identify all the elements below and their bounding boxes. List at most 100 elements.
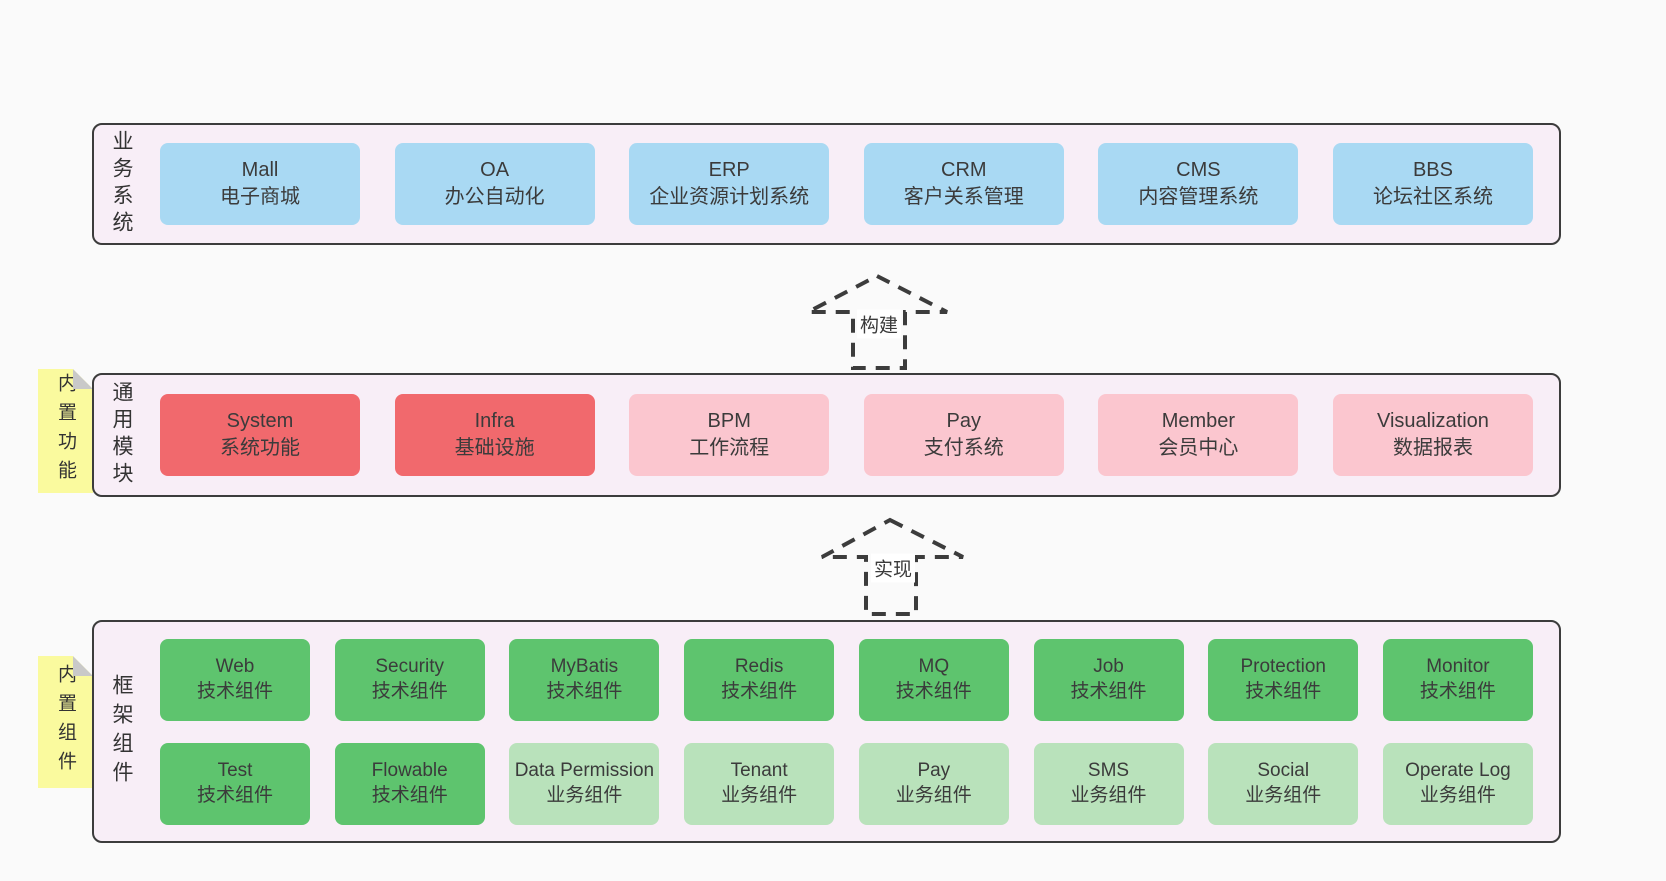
module-subtitle: 技术组件 [1070,680,1147,702]
module-box-mq: MQ 技术组件 [858,638,1009,721]
module-title: Social [1257,759,1310,781]
module-subtitle: 会员中心 [1158,437,1239,459]
sticky-note-builtin-components: 内置组件 [38,656,93,788]
module-box-test: Test 技术组件 [160,742,310,825]
module-title: Web [215,655,255,677]
module-box-crm: CRM 客户关系管理 [863,143,1064,225]
module-title: Tenant [730,759,788,781]
module-subtitle: 数据报表 [1392,437,1473,459]
module-box-redis: Redis 技术组件 [684,638,835,721]
module-title: MyBatis [550,655,619,677]
module-box-mybatis: MyBatis 技术组件 [509,638,660,721]
module-subtitle: 技术组件 [196,784,273,806]
module-title: Pay [917,759,951,781]
module-subtitle: 技术组件 [371,784,448,806]
module-box-security: Security 技术组件 [334,638,485,721]
module-box-social: Social 业务组件 [1208,742,1359,825]
dashed-up-arrow-build [807,273,948,370]
module-title: BBS [1412,159,1453,181]
module-subtitle: 客户关系管理 [903,186,1024,208]
module-subtitle: 业务组件 [546,784,623,806]
module-subtitle: 系统功能 [220,437,300,459]
module-title: OA [480,159,510,181]
module-title: CMS [1176,159,1221,181]
module-subtitle: 业务组件 [1070,784,1147,806]
module-box-oa: OA 办公自动化 [394,143,595,225]
module-subtitle: 业务组件 [895,784,972,806]
module-title: Operate Log [1405,759,1511,781]
module-title: Visualization [1377,410,1489,432]
component-row-2: Test 技术组件 Flowable 技术组件 Data Permission … [160,742,1533,825]
module-title: MQ [918,655,950,677]
module-box-monitor: Monitor 技术组件 [1382,638,1533,721]
band-label-framework-components: 框架组件 [110,673,133,790]
module-box-bpm: BPM 工作流程 [629,394,830,476]
folded-corner-icon [73,656,93,676]
module-box-pay-system: Pay 支付系统 [863,394,1064,476]
module-box-web: Web 技术组件 [160,638,310,721]
sticky-note-builtin-features: 内置功能 [38,369,93,493]
module-subtitle: 工作流程 [689,437,770,459]
module-title: SMS [1087,759,1130,781]
module-title: Pay [946,410,982,432]
module-box-protection: Protection 技术组件 [1208,638,1359,721]
module-box-cms: CMS 内容管理系统 [1098,143,1299,225]
up-arrow-outline [807,273,948,370]
module-box-erp: ERP 企业资源计划系统 [629,143,830,225]
module-box-visualization: Visualization 数据报表 [1332,394,1533,476]
module-title: Protection [1240,655,1326,677]
module-subtitle: 企业资源计划系统 [649,186,810,208]
module-subtitle: 支付系统 [923,437,1004,459]
band-boxes: System 系统功能 Infra 基础设施 BPM 工作流程 Pay 支付系统… [160,394,1533,476]
module-title: CRM [941,159,987,181]
module-subtitle: 基础设施 [454,437,535,459]
component-row-1: Web 技术组件 Security 技术组件 MyBatis 技术组件 Redi… [160,638,1533,721]
module-title: ERP [708,159,750,181]
folded-corner-icon [73,369,93,389]
sticky-label-builtin-components: 内置组件 [55,664,76,780]
module-box-data-permission: Data Permission 业务组件 [509,742,660,825]
module-title: Redis [734,655,784,677]
module-subtitle: 论坛社区系统 [1372,186,1493,208]
band-boxes: Mall 电子商城 OA 办公自动化 ERP 企业资源计划系统 CRM 客户关系… [160,143,1533,225]
module-box-member: Member 会员中心 [1098,394,1299,476]
module-title: Member [1161,410,1236,432]
module-title: Infra [474,410,515,432]
module-subtitle: 内容管理系统 [1138,186,1259,208]
module-title: Test [217,759,253,781]
module-box-tenant: Tenant 业务组件 [684,742,835,825]
module-title: Job [1093,655,1124,677]
arrow-label-implement: 实现 [870,553,916,583]
band-framework-components: 框架组件 Web 技术组件 Security 技术组件 MyBatis 技术组件… [92,620,1561,843]
module-box-system: System 系统功能 [160,394,360,476]
band-label-business-systems: 业务系统 [110,130,133,238]
module-subtitle: 业务组件 [1245,784,1322,806]
band-box-rows: Web 技术组件 Security 技术组件 MyBatis 技术组件 Redi… [160,638,1533,825]
module-subtitle: 技术组件 [1245,680,1322,702]
module-box-flowable: Flowable 技术组件 [334,742,485,825]
module-subtitle: 电子商城 [220,186,300,208]
module-subtitle: 办公自动化 [444,186,545,208]
band-common-modules: 通用模块 System 系统功能 Infra 基础设施 BPM 工作流程 Pay… [92,373,1561,497]
band-business-systems: 业务系统 Mall 电子商城 OA 办公自动化 ERP 企业资源计划系统 CRM… [92,123,1561,245]
module-box-infra: Infra 基础设施 [394,394,595,476]
module-subtitle: 业务组件 [1419,784,1496,806]
module-subtitle: 技术组件 [895,680,972,702]
module-box-bbs: BBS 论坛社区系统 [1332,143,1533,225]
module-title: BPM [707,410,751,432]
module-subtitle: 技术组件 [196,680,273,702]
module-title: Monitor [1426,655,1490,677]
module-subtitle: 技术组件 [546,680,623,702]
sticky-label-builtin-features: 内置功能 [55,373,76,489]
band-label-common-modules: 通用模块 [110,381,133,489]
module-title: Security [375,655,445,677]
module-title: Data Permission [514,759,655,781]
module-box-job: Job 技术组件 [1033,638,1184,721]
module-subtitle: 技术组件 [1419,680,1496,702]
module-title: System [226,410,294,432]
module-box-operate-log: Operate Log 业务组件 [1382,742,1533,825]
arrow-label-build: 构建 [856,309,902,339]
module-box-mall: Mall 电子商城 [160,143,360,225]
module-box-pay-component: Pay 业务组件 [858,742,1009,825]
